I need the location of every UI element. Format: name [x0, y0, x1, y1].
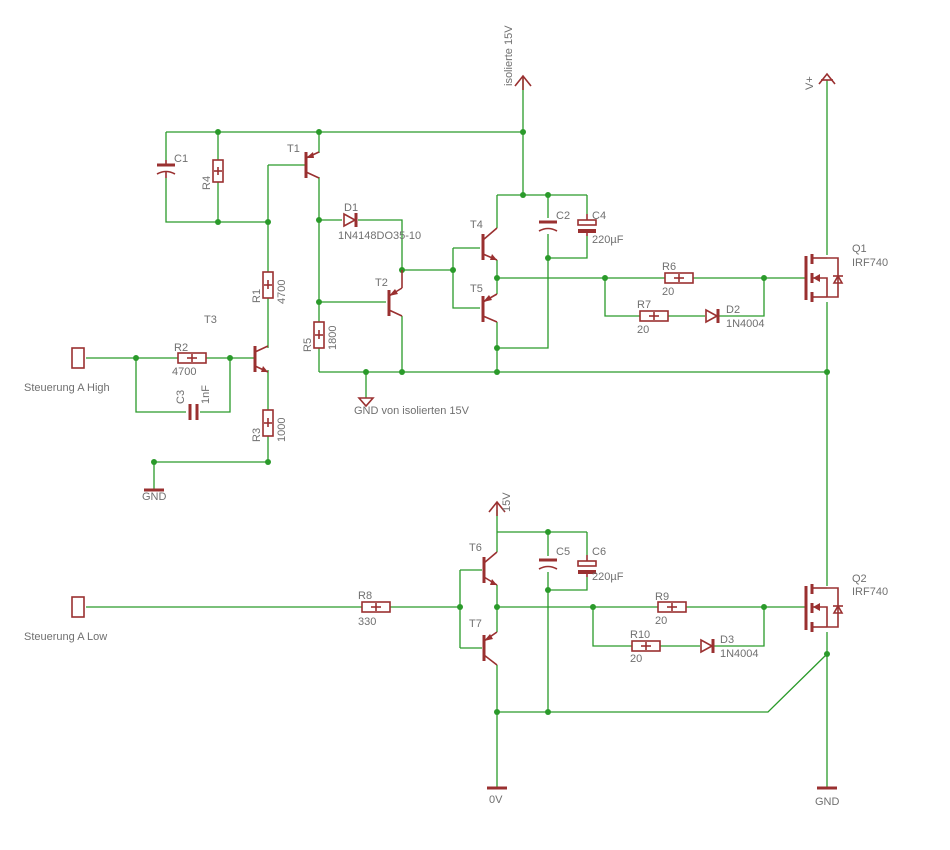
label-r1-value: 4700	[276, 280, 288, 304]
label-15v: 15V	[501, 492, 513, 512]
label-r2: R2	[174, 342, 188, 354]
label-r2-value: 4700	[172, 366, 196, 378]
label-isolated-15v: isolierte 15V	[503, 25, 515, 86]
label-d3: D3	[720, 634, 734, 646]
resistor-r5-icon	[313, 321, 325, 349]
label-r3-value: 1000	[276, 418, 288, 442]
label-d2-value: 1N4004	[726, 318, 765, 330]
transistor-t3-icon	[253, 345, 269, 373]
transistor-t6-icon	[482, 551, 498, 586]
wires	[86, 78, 828, 788]
label-r3: R3	[251, 428, 263, 442]
ground-isolated-icon	[357, 397, 375, 408]
label-t2: T2	[375, 277, 388, 289]
label-q1-value: IRF740	[852, 257, 888, 269]
label-c4: C4	[592, 210, 606, 222]
labels: isolierte 15V V+ 15V GND von isolierten …	[24, 25, 888, 808]
label-gnd-right: GND	[815, 796, 840, 808]
connector-high-icon	[71, 347, 85, 369]
supply-isolated-15v-icon	[514, 74, 532, 90]
label-d1-value: 1N4148DO35-10	[338, 230, 421, 242]
label-r7: R7	[637, 299, 651, 311]
capacitor-c4-icon	[577, 214, 597, 236]
label-c3-value: 1nF	[200, 385, 212, 404]
capacitor-c6-icon	[577, 555, 597, 577]
label-r10-value: 20	[630, 653, 642, 665]
resistor-r1-icon	[262, 271, 274, 299]
label-0v: 0V	[489, 794, 503, 806]
label-r6-value: 20	[662, 286, 674, 298]
label-d1: D1	[344, 202, 358, 214]
label-d3-value: 1N4004	[720, 648, 759, 660]
diode-d1-icon	[343, 212, 358, 228]
transistor-t2-icon	[387, 270, 403, 317]
label-r5-value: 1800	[327, 326, 339, 350]
label-c6: C6	[592, 546, 606, 558]
label-q1: Q1	[852, 243, 867, 255]
label-r9: R9	[655, 591, 669, 603]
label-d2: D2	[726, 304, 740, 316]
mosfet-q2-icon	[804, 584, 844, 632]
label-t7: T7	[469, 618, 482, 630]
capacitor-c2-icon	[538, 220, 558, 232]
label-c6-value: 220µF	[592, 571, 624, 583]
label-c5: C5	[556, 546, 570, 558]
label-q2-value: IRF740	[852, 586, 888, 598]
capacitor-c5-icon	[538, 558, 558, 570]
label-t5: T5	[470, 283, 483, 295]
transistor-t7-icon	[482, 631, 498, 666]
label-r5: R5	[302, 338, 314, 352]
label-c4-value: 220µF	[592, 234, 624, 246]
junctions	[133, 129, 830, 715]
label-r8-value: 330	[358, 616, 376, 628]
label-c2: C2	[556, 210, 570, 222]
label-t4: T4	[470, 219, 483, 231]
transistor-t5-icon	[481, 293, 498, 323]
label-c1: C1	[174, 153, 188, 165]
label-gnd-isolated: GND von isolierten 15V	[354, 405, 470, 417]
resistor-r4-icon	[212, 159, 224, 183]
mosfet-q1-icon	[804, 254, 844, 302]
label-input-low: Steuerung A Low	[24, 631, 107, 643]
capacitor-c1-icon	[156, 160, 176, 178]
diode-d3-icon	[700, 638, 715, 654]
supply-15v-icon	[488, 500, 506, 516]
capacitor-c3-icon	[188, 404, 199, 420]
label-r1: R1	[251, 289, 263, 303]
resistor-r10-icon	[631, 640, 661, 652]
label-v-plus: V+	[804, 76, 816, 90]
label-r7-value: 20	[637, 324, 649, 336]
resistor-r8-icon	[361, 601, 391, 613]
label-t1: T1	[287, 143, 300, 155]
label-r10: R10	[630, 629, 650, 641]
transistor-t4-icon	[481, 227, 498, 261]
label-c3: C3	[175, 390, 187, 404]
supply-v-plus-icon	[818, 72, 836, 85]
resistor-r3-icon	[262, 409, 274, 437]
label-q2: Q2	[852, 573, 867, 585]
resistor-r9-icon	[657, 601, 687, 613]
connector-low-icon	[71, 596, 85, 618]
label-gnd-left: GND	[142, 491, 167, 503]
resistor-r6-icon	[664, 272, 694, 284]
resistor-r2-icon	[177, 352, 207, 364]
label-input-high: Steuerung A High	[24, 382, 110, 394]
label-t6: T6	[469, 542, 482, 554]
label-r9-value: 20	[655, 615, 667, 627]
transistor-t1-icon	[304, 151, 320, 179]
label-r6: R6	[662, 261, 676, 273]
diode-d2-icon	[705, 308, 720, 324]
label-r4: R4	[201, 176, 213, 190]
label-r8: R8	[358, 590, 372, 602]
label-t3: T3	[204, 314, 217, 326]
resistor-r7-icon	[639, 310, 669, 322]
